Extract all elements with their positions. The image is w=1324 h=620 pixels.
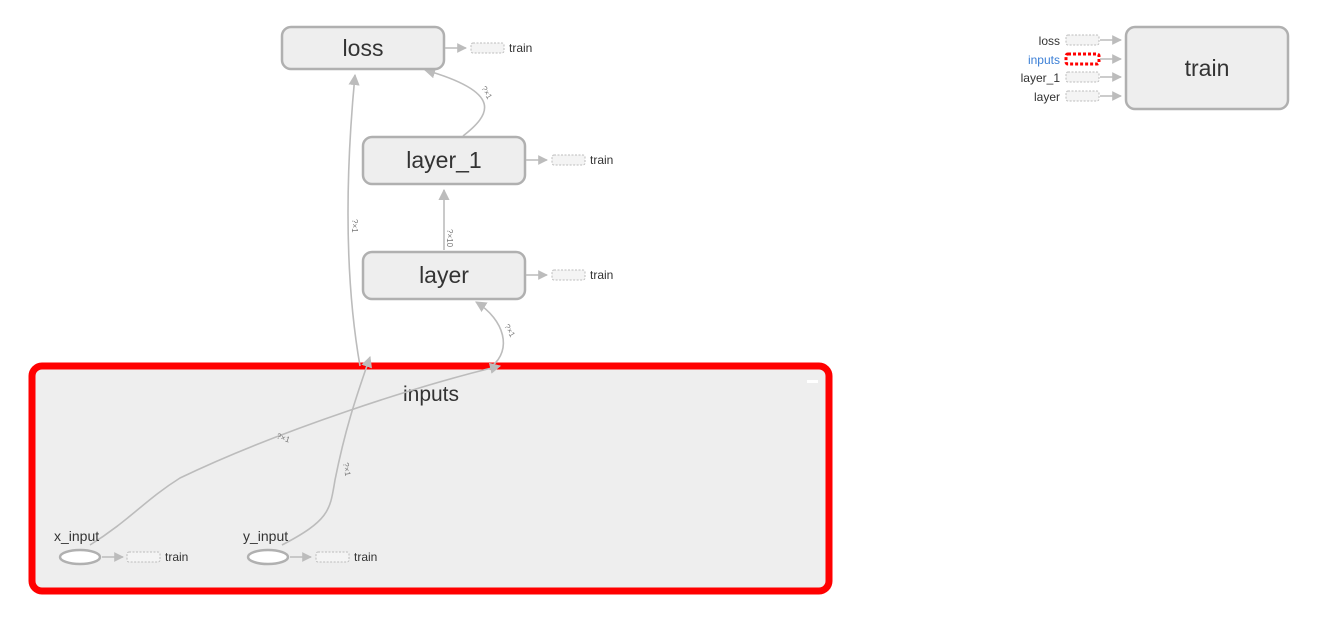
edge-x-input bbox=[89, 362, 502, 546]
stub-label-layer: train bbox=[590, 268, 613, 282]
node-layer-1[interactable]: layer_1 train bbox=[361, 135, 613, 186]
stub-box-x-input[interactable] bbox=[126, 551, 161, 563]
train-input-loss[interactable]: loss bbox=[1039, 34, 1122, 48]
node-loss[interactable]: loss train bbox=[280, 25, 532, 71]
edge-label-y-input: ?×1 bbox=[341, 462, 352, 477]
train-input-loss-box[interactable] bbox=[1065, 34, 1100, 46]
train-inputs: loss inputs layer_1 layer bbox=[1021, 34, 1122, 104]
edge-inputs-to-layer bbox=[475, 301, 505, 367]
node-layer-box[interactable] bbox=[361, 250, 527, 301]
edges bbox=[89, 67, 505, 546]
train-input-layer-1-label: layer_1 bbox=[1021, 71, 1061, 85]
node-loss-label: loss bbox=[343, 35, 384, 61]
stub-label-layer-1: train bbox=[590, 153, 613, 167]
train-input-inputs-label: inputs bbox=[1028, 53, 1060, 67]
node-y-input[interactable]: y_input train bbox=[243, 528, 377, 566]
inputs-group[interactable]: inputs bbox=[28, 362, 833, 595]
edge-label-layer-to-layer-1: ?×10 bbox=[445, 229, 454, 248]
node-layer-label: layer bbox=[419, 262, 469, 288]
node-x-input-label: x_input bbox=[54, 528, 99, 544]
train-input-inputs-box[interactable] bbox=[1064, 52, 1101, 66]
stub-box-layer[interactable] bbox=[551, 269, 586, 281]
edge-label-inputs-to-layer: ?×1 bbox=[502, 323, 517, 340]
node-train[interactable]: train bbox=[1124, 25, 1290, 111]
node-layer-1-label: layer_1 bbox=[406, 147, 481, 173]
stub-label-x-input: train bbox=[165, 550, 188, 564]
node-x-input[interactable]: x_input train bbox=[54, 528, 188, 566]
train-input-layer[interactable]: layer bbox=[1034, 90, 1122, 104]
train-input-layer-box[interactable] bbox=[1065, 90, 1100, 102]
node-layer-1-box[interactable] bbox=[361, 135, 527, 186]
edge-layer-1-to-loss bbox=[423, 67, 486, 137]
edge-y-input bbox=[281, 355, 372, 546]
node-x-input-ellipse[interactable] bbox=[58, 548, 102, 566]
stub-label-y-input: train bbox=[354, 550, 377, 564]
node-train-box[interactable] bbox=[1124, 25, 1290, 111]
node-train-label: train bbox=[1185, 55, 1230, 81]
collapse-icon[interactable] bbox=[807, 380, 818, 383]
edge-inputs-to-loss bbox=[347, 73, 361, 367]
inputs-group-label: inputs bbox=[403, 383, 459, 406]
train-input-layer-1[interactable]: layer_1 bbox=[1021, 71, 1122, 85]
train-input-loss-label: loss bbox=[1039, 34, 1060, 48]
inputs-group-box[interactable] bbox=[28, 362, 833, 595]
stub-label-loss: train bbox=[509, 41, 532, 55]
train-input-layer-1-box[interactable] bbox=[1065, 71, 1100, 83]
stub-box-layer-1[interactable] bbox=[551, 154, 586, 166]
node-y-input-ellipse[interactable] bbox=[246, 548, 290, 566]
stub-box-y-input[interactable] bbox=[315, 551, 350, 563]
node-loss-box[interactable] bbox=[280, 25, 446, 71]
train-input-inputs[interactable]: inputs bbox=[1028, 52, 1122, 67]
node-layer[interactable]: layer train bbox=[361, 250, 613, 301]
stub-box-loss[interactable] bbox=[470, 42, 505, 54]
node-y-input-label: y_input bbox=[243, 528, 288, 544]
train-input-layer-label: layer bbox=[1034, 90, 1060, 104]
edge-label-inputs-to-loss: ?×1 bbox=[350, 219, 359, 233]
